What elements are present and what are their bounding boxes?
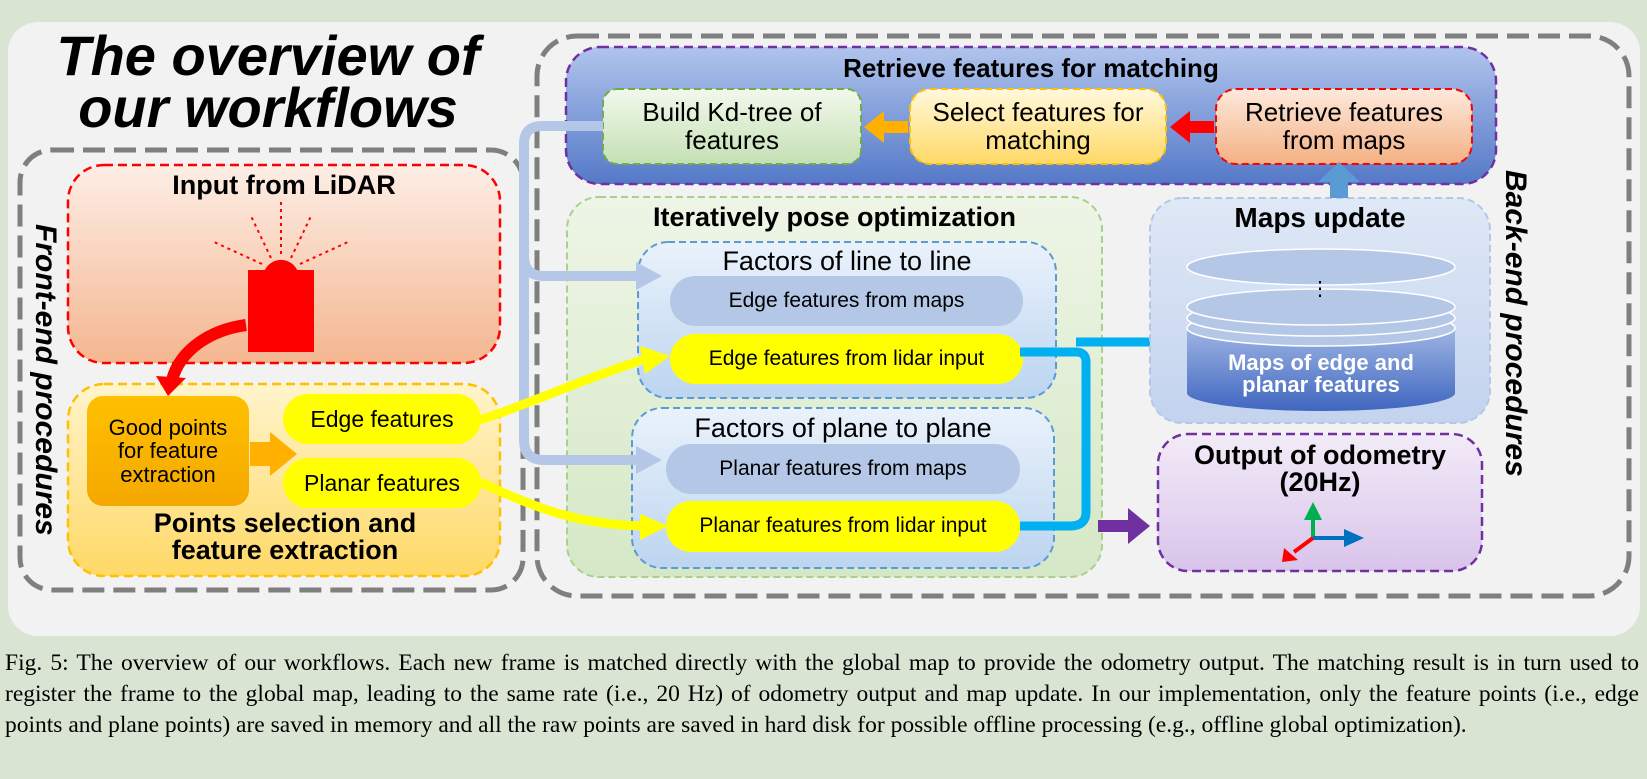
retrieve-maps-label: Retrieve features from maps xyxy=(1245,97,1443,155)
maps-stack-label: Maps of edge and planar features xyxy=(1228,350,1414,397)
odometry-panel xyxy=(1156,432,1484,573)
plane-factor-title: Factors of plane to plane xyxy=(694,413,992,443)
good-points-shape xyxy=(87,396,249,506)
selection-title: Points selection and feature extraction xyxy=(153,508,417,565)
edge-from-lidar-label: Edge features from lidar input xyxy=(708,346,985,370)
edge-from-maps-shape xyxy=(670,276,1023,326)
planar-from-maps-label: Planar features from maps xyxy=(719,456,967,480)
front-end-label: Front-end procedures xyxy=(29,224,62,536)
lidar-to-points-arrow xyxy=(166,319,247,382)
figure-caption: Fig. 5: The overview of our workflows. E… xyxy=(5,650,1639,738)
maps-stack-icon xyxy=(1186,248,1456,411)
planar-from-lidar-shape xyxy=(666,501,1020,552)
back-end-frame xyxy=(534,33,1632,599)
retrieve-title: Retrieve features for matching xyxy=(843,53,1219,83)
planar-features-shape xyxy=(283,458,481,508)
planar-from-maps-shape xyxy=(666,444,1020,494)
select-to-kdtree-arrow xyxy=(864,111,908,143)
optimization-title: Iteratively pose optimization xyxy=(652,202,1017,232)
features-to-factors-arrows xyxy=(478,346,670,540)
good-points-label: Good points for feature extraction xyxy=(108,415,228,487)
back-end-label: Back-end procedures xyxy=(1499,170,1532,477)
edge-features-label: Edge features xyxy=(310,405,454,432)
front-end-frame xyxy=(17,147,526,593)
build-kdtree-label: Build Kd-tree of features xyxy=(642,97,822,155)
points-to-features-arrow xyxy=(250,432,297,476)
lidar-sensor-icon xyxy=(213,202,349,352)
edge-features-shape xyxy=(283,394,481,444)
page-title: The overview of our workflows xyxy=(56,24,480,139)
kdtree-to-factors-arrows xyxy=(519,121,662,474)
select-features-shape xyxy=(909,88,1167,165)
select-features-label: Select features for matching xyxy=(932,97,1144,155)
line-factor-title: Factors of line to line xyxy=(722,246,972,276)
planar-from-lidar-label: Planar features from lidar input xyxy=(699,514,987,538)
maps-update-title: Maps update xyxy=(1234,202,1406,233)
retrieve-maps-shape xyxy=(1215,88,1473,165)
input-lidar-label: Input from LiDAR xyxy=(172,170,396,200)
edge-from-maps-label: Edge features from maps xyxy=(728,288,965,312)
to-odometry-arrow xyxy=(1098,508,1150,544)
edge-from-lidar-shape xyxy=(670,334,1023,384)
planar-features-label: Planar features xyxy=(304,469,460,496)
maps-to-retrieve-arrow xyxy=(1318,162,1360,198)
axes-icon xyxy=(1282,502,1364,562)
maps-ellipsis: ⋮ xyxy=(1310,278,1330,300)
odometry-title: Output of odometry (20Hz) xyxy=(1194,440,1446,497)
retrieve-to-select-arrow xyxy=(1170,111,1214,143)
